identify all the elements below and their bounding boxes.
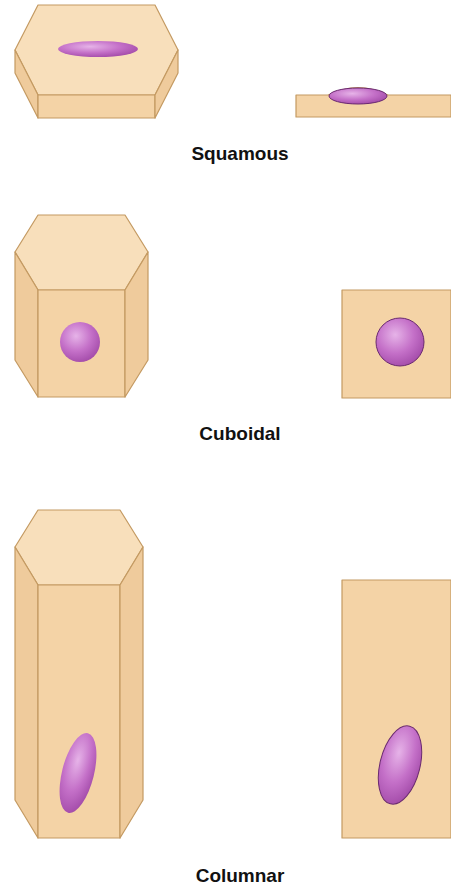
cell-type-label: Cuboidal	[199, 423, 280, 445]
cell-type-label: Squamous	[191, 143, 288, 165]
cell-type-label: Columnar	[196, 865, 285, 887]
